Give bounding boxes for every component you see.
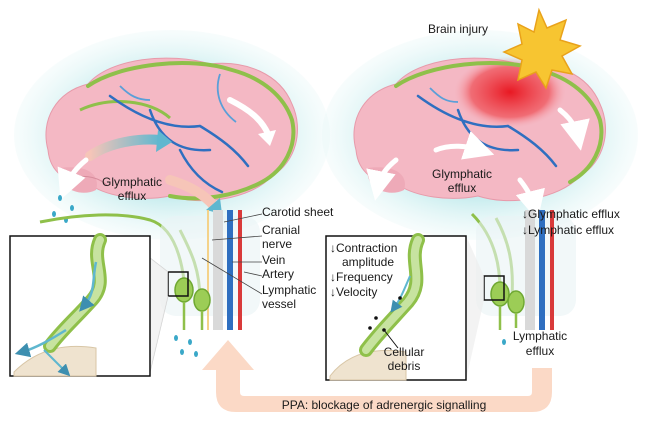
svg-text:debris: debris [388,359,421,373]
svg-text:↓Velocity: ↓Velocity [330,285,377,299]
injury-star-icon [502,7,582,90]
artery-label: Artery [262,267,294,281]
svg-text:↓Contraction: ↓Contraction [330,241,397,255]
left-flow-arrow-2 [165,175,219,211]
right-lymph-node-2 [507,290,525,314]
brain-injury-label: Brain injury [428,22,488,36]
svg-text:efflux: efflux [118,189,146,203]
cranial-nerve-label-2: nerve [262,237,292,251]
ppa-label: PPA: blockage of adrenergic signalling [282,398,487,412]
svg-text:efflux: efflux [448,181,476,195]
svg-text:amplitude: amplitude [342,255,394,269]
right-lymph-node-1 [490,281,510,307]
svg-text:Cellular: Cellular [384,345,425,359]
svg-text:↓Frequency: ↓Frequency [330,270,393,284]
right-brain-illustration [322,7,638,345]
right-lymph-droplet [502,339,506,345]
right-flow-arrow-2 [557,107,590,151]
cranial-nerve-label-1: Cranial [262,223,300,237]
left-lymph-droplets [174,335,198,357]
lymphatic-vessel-label-2: vessel [262,297,296,311]
vein-label: Vein [262,253,285,267]
left-meningeal-lymph [86,61,296,201]
svg-text:Glymphatic: Glymphatic [432,167,492,181]
right-lymphatic-efflux-label: Lymphatic efflux [513,329,567,358]
left-blue-vessels [108,94,250,194]
left-brain-illustration [14,30,330,357]
left-flow-arrow-4 [57,157,89,200]
right-meningeal-lymph [394,61,604,184]
inset-effects-labels: ↓Contraction amplitude ↓Frequency ↓Veloc… [330,241,397,299]
left-flow-arrow-3 [227,97,271,137]
anatomy-labels: Carotid sheet Cranial nerve Vein Artery … [201,205,334,311]
left-lymph-node-1 [174,277,194,303]
svg-text:Lymphatic: Lymphatic [513,329,567,343]
right-flow-arrow-3 [366,157,399,201]
svg-text:↓Lymphatic efflux: ↓Lymphatic efflux [522,223,614,237]
carotid-sheet-label: Carotid sheet [262,205,334,219]
svg-text:efflux: efflux [526,344,554,358]
svg-text:Glymphatic: Glymphatic [102,175,162,189]
right-effects-labels: ↓Glymphatic efflux ↓Lymphatic efflux [522,207,620,237]
left-glymphatic-label: Glymphatic efflux [102,175,162,203]
right-flow-arrow-1 [433,131,495,160]
right-glymphatic-label: Glymphatic efflux [432,167,492,195]
right-flow-arrow-4 [515,177,545,221]
right-inset [325,233,484,381]
left-inset [9,233,169,377]
lymphatic-vessel-label-1: Lymphatic [262,283,316,297]
left-brain-shape [45,57,299,202]
cellular-debris-label: Cellular debris [384,345,425,373]
left-lymph-node-2 [193,288,211,312]
ppa-arrow [202,340,552,412]
left-flow-arrow-1 [85,134,165,161]
svg-text:↓Glymphatic efflux: ↓Glymphatic efflux [522,207,620,221]
